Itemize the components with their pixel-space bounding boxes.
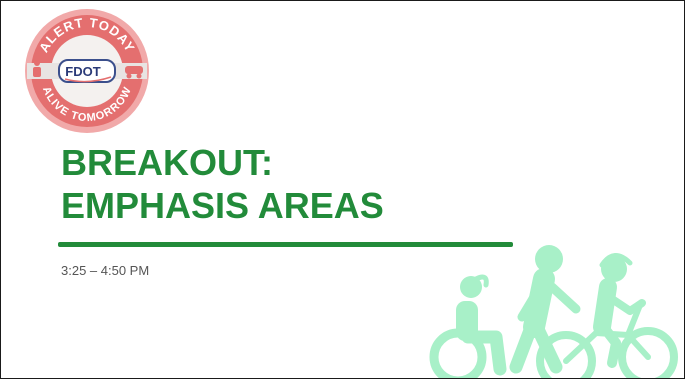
session-time: 3:25 – 4:50 PM (61, 263, 150, 278)
slide-title: BREAKOUT: EMPHASIS AREAS (61, 141, 384, 227)
title-line-2: EMPHASIS AREAS (61, 185, 384, 226)
pedestrian-wheelchair-cyclist-icon (429, 245, 678, 378)
title-divider (58, 242, 513, 247)
fdot-badge-text: FDOT (65, 64, 100, 79)
alert-today-logo: ALERT TODAY ALIVE TOMORROW FDOT (25, 9, 149, 133)
title-line-1: BREAKOUT: (61, 142, 273, 183)
